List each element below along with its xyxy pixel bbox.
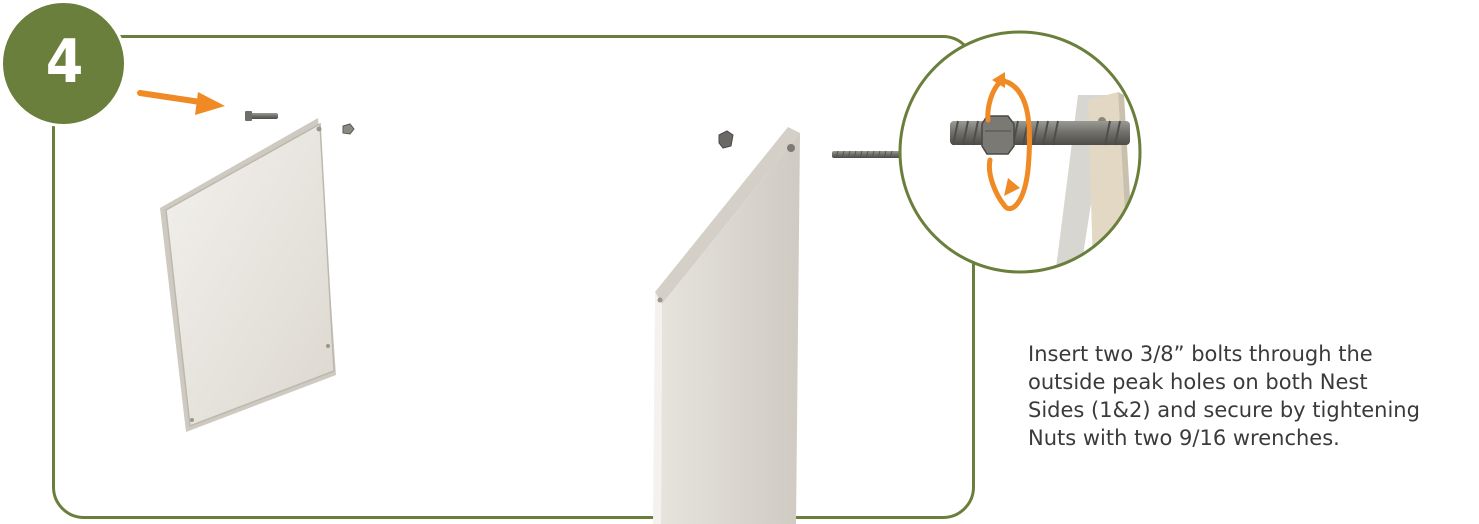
bolt-right xyxy=(832,151,904,158)
bolt-left xyxy=(245,111,278,121)
instruction-text: Insert two 3/8” bolts through the outsid… xyxy=(1028,340,1468,452)
step-number: 4 xyxy=(46,32,84,92)
nest-side-panel-left xyxy=(160,118,336,432)
arrow-right-icon xyxy=(140,92,225,115)
step-badge: 4 xyxy=(0,0,127,127)
nut-center xyxy=(719,131,733,148)
zoom-detail xyxy=(900,32,1140,300)
nut-left xyxy=(343,124,354,134)
nest-side-panel-right xyxy=(653,127,800,524)
